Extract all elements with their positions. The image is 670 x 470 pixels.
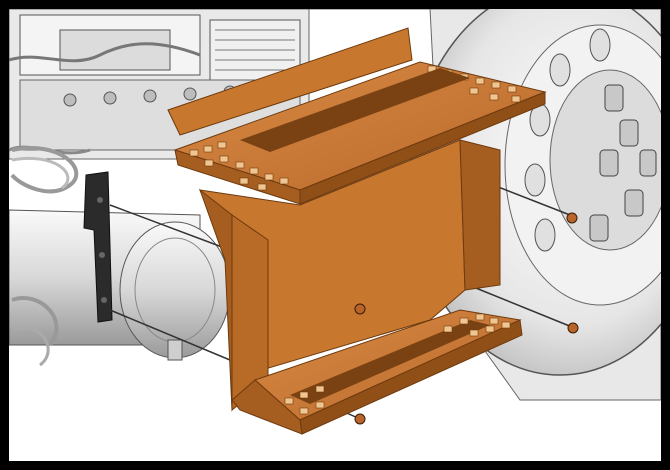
bolt-bottom [354,413,366,425]
lower-tread-holes [284,313,511,415]
guide-line-bracket-top [109,204,231,251]
bolt-upper-right [566,212,578,224]
bolt-lower-right [567,322,579,334]
engine-block [9,9,310,194]
bolt-center [354,303,366,315]
step-assembly [167,27,547,435]
guide-line-bracket-bottom [109,309,231,361]
air-tank [9,209,231,367]
mounting-bracket [83,171,113,323]
bolts [354,212,579,425]
